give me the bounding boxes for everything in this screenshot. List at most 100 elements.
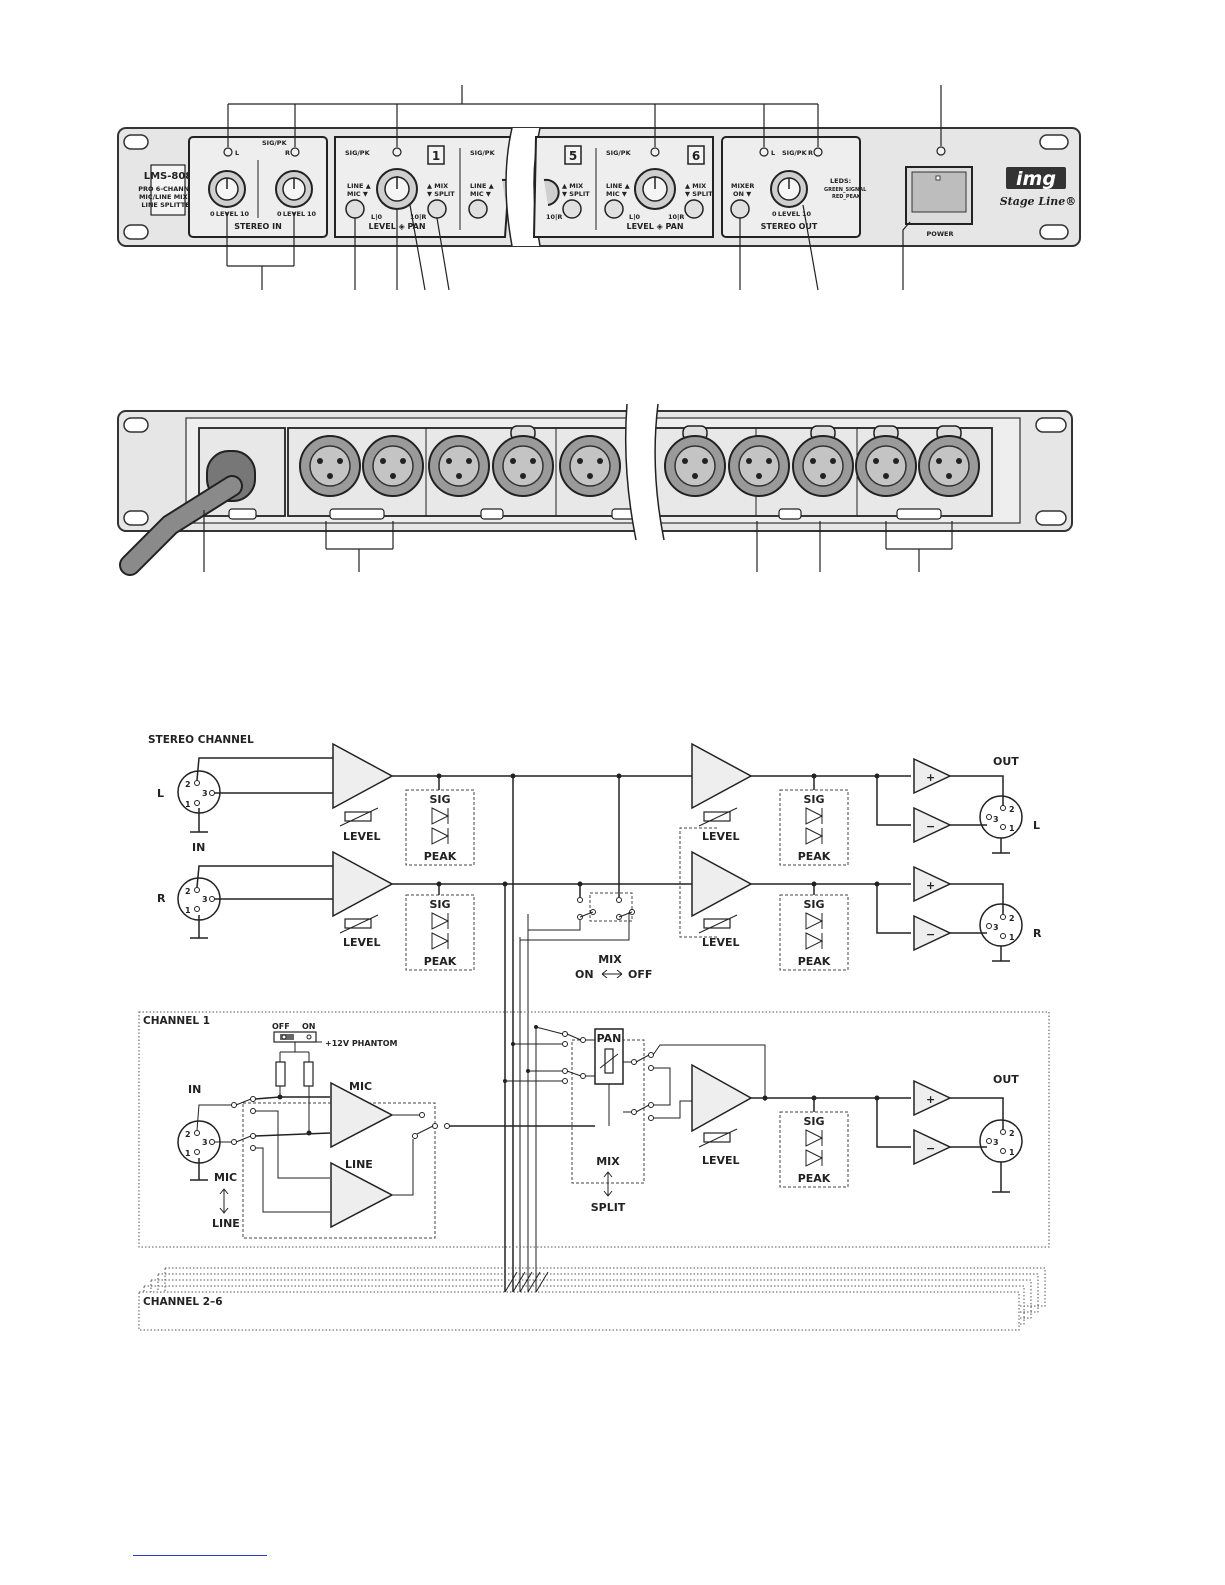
mix-off-label: OFF <box>628 968 652 981</box>
ch5-number-box <box>564 145 582 165</box>
out-r-peak-label: PEAK <box>798 955 831 968</box>
ch1-pin-1: 1 <box>185 1149 191 1158</box>
ch6-mix-split-label-1: ▲ MIX <box>685 182 706 190</box>
l-pin-3: 3 <box>202 789 208 798</box>
stereo-out-led-sig-label: SIG/PK <box>782 149 808 157</box>
xlr-connectors <box>299 425 980 497</box>
r-pin-2: 2 <box>185 887 191 896</box>
xlr-jack-7[interactable] <box>728 435 790 497</box>
line-amp-label: LINE <box>345 1158 373 1171</box>
in-r-sig-label: SIG <box>429 898 450 911</box>
xlr-jack-8[interactable] <box>792 425 854 497</box>
stereo-in-r-jack: 2 3 1 R <box>157 865 333 939</box>
model-name: LMS-808 <box>144 171 193 182</box>
stereo-in-scale-min-l: 0 <box>210 210 215 218</box>
l-pin-2: 2 <box>185 780 191 789</box>
xlr-jack-4[interactable] <box>492 425 554 497</box>
ch1-mix-split-label-1: ▲ MIX <box>427 182 448 190</box>
channel-5-6-strip: 10|R 5 ▲ MIX ▼ SPLIT SIG/PK 6 LINE ▲ MIC… <box>532 136 714 238</box>
stereo-in-l-label: L <box>157 787 164 800</box>
ch1-out-pin-1: 1 <box>1009 1148 1015 1157</box>
stereo-out-label: STEREO OUT <box>761 222 818 231</box>
xlr-jack-2[interactable] <box>362 435 424 497</box>
ch1-line-mic-label-1: LINE ▲ <box>347 182 371 190</box>
stereo-in-led-l <box>223 147 233 157</box>
xlr-jack-5[interactable] <box>559 435 621 497</box>
ch1-mix-split-button[interactable] <box>427 199 447 219</box>
out-r-pin-3: 3 <box>993 923 999 932</box>
ch2-line-mic-button[interactable] <box>468 199 488 219</box>
xlr-jack-6[interactable] <box>664 425 726 497</box>
ch6-line-mic-label-2: MIC ▼ <box>606 190 627 198</box>
stereo-out-l-jack: 2 3 1 L <box>950 775 1040 854</box>
brand-logo: img Stage Line® <box>1000 167 1076 208</box>
stereo-out-l-label: L <box>1033 819 1040 832</box>
ch6-number-box <box>687 145 705 165</box>
front-panel: LMS-808 PRO 6-CHANNEL MIC/LINE MIXER LIN… <box>117 127 1081 247</box>
xlr-jack-10[interactable] <box>918 425 980 497</box>
channels-2-6-stack: CHANNEL 2–6 <box>138 1267 1046 1331</box>
stereo-in-label: IN <box>192 841 205 854</box>
out-l-plus: + <box>926 771 935 784</box>
stereo-channel-title: STEREO CHANNEL <box>148 734 254 746</box>
ch6-sig-led <box>650 147 660 157</box>
mic-line-mic-label: MIC <box>214 1171 237 1184</box>
stereo-out-led-r-label: R <box>808 149 813 157</box>
mic-amp-label: MIC <box>349 1080 372 1093</box>
ch1-in-label: IN <box>188 1083 201 1096</box>
footer-link-underline <box>133 1555 267 1556</box>
stereo-in-led-sig-label: SIG/PK <box>262 139 288 147</box>
brand-name: img <box>1016 168 1056 190</box>
stereo-out-scale-min: 0 <box>772 210 777 218</box>
stereo-out-led-r <box>813 147 823 157</box>
mix-on-label: ON <box>575 968 594 981</box>
model-sub-1: PRO 6-CHANNEL <box>138 185 197 193</box>
ch1-line-mic-button[interactable] <box>345 199 365 219</box>
block-diagram: STEREO CHANNEL 2 3 1 L IN 2 3 1 R <box>138 734 1050 1331</box>
mix-switch-label: MIX <box>598 953 622 966</box>
xlr-jack-1[interactable] <box>299 435 361 497</box>
out-l-pin-3: 3 <box>993 815 999 824</box>
ch6-mix-split-button[interactable] <box>684 199 704 219</box>
rear-callouts <box>203 510 953 572</box>
model-badge: LMS-808 PRO 6-CHANNEL MIC/LINE MIXER LIN… <box>138 164 198 216</box>
power-label: POWER <box>927 230 954 238</box>
ch6-scale-l: L|0 <box>629 213 641 222</box>
out-l-sig-peak: SIG PEAK <box>779 789 849 866</box>
ch1-scale-l: L|0 <box>371 213 383 222</box>
r-pin-3: 3 <box>202 895 208 904</box>
stereo-in-label: STEREO IN <box>234 222 282 231</box>
phantom-on-label: ON <box>302 1022 316 1031</box>
rear-panel <box>117 403 1073 576</box>
ch5-number: 5 <box>569 149 577 163</box>
ch1-number: 1 <box>432 149 440 163</box>
ch1-sig-led <box>392 147 402 157</box>
ch1-in-jack: 2 3 1 <box>177 1104 232 1181</box>
out-l-peak-label: PEAK <box>798 850 831 863</box>
stereo-in-scale-min-r: 0 <box>277 210 282 218</box>
ch6-line-mic-label-1: LINE ▲ <box>606 182 630 190</box>
xlr-jack-9[interactable] <box>855 425 917 497</box>
pan-label: PAN <box>597 1032 622 1045</box>
ch1-mix-split-label-2: ▼ SPLIT <box>427 190 455 198</box>
xlr-jack-3[interactable] <box>428 435 490 497</box>
ch5-mix-split-button[interactable] <box>562 199 582 219</box>
ch1-out-minus: − <box>926 1142 935 1155</box>
r-pin-1: 1 <box>185 906 191 915</box>
ch6-mix-split-label-2: ▼ SPLIT <box>685 190 713 198</box>
in-r-peak-label: PEAK <box>424 955 457 968</box>
stereo-out-led-l-label: L <box>771 149 775 157</box>
front-callouts <box>226 85 942 291</box>
stereo-out-r-jack: 2 3 1 R <box>950 883 1042 962</box>
ch6-line-mic-button[interactable] <box>604 199 624 219</box>
mixer-on-button[interactable] <box>730 199 750 219</box>
mixer-on-label-1: MIXER <box>731 182 754 190</box>
out-r-minus: − <box>926 928 935 941</box>
leds-legend-1: LEDS: <box>830 177 851 185</box>
mix-split-split-label: SPLIT <box>591 1201 626 1214</box>
out-r-sig-peak: SIG PEAK <box>779 894 849 971</box>
ch5-mix-split-label-1: ▲ MIX <box>562 182 583 190</box>
in-r-sig-peak: SIG PEAK <box>405 894 475 971</box>
phantom-off-label: OFF <box>272 1022 290 1031</box>
in-r-level-label: LEVEL <box>343 936 381 949</box>
